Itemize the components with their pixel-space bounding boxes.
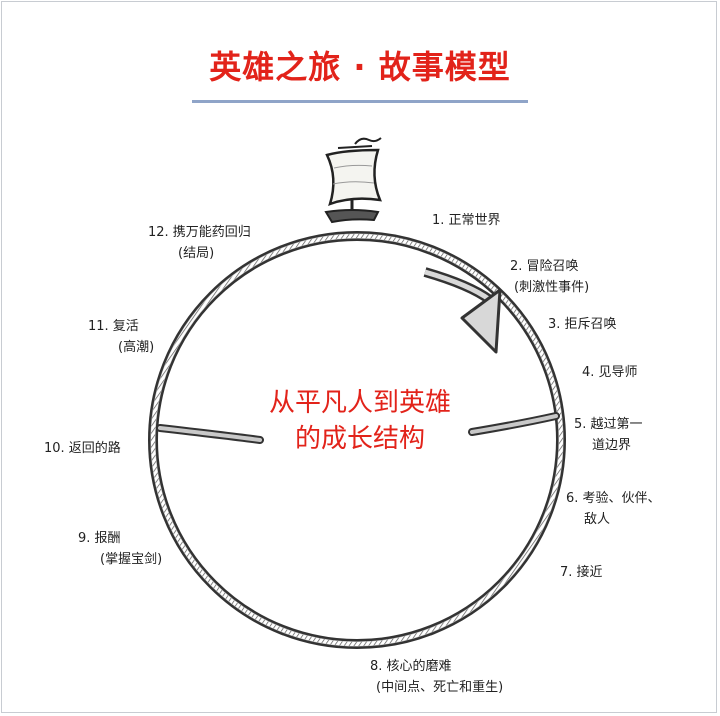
stage-12-subtext: (结局) [178, 246, 215, 261]
stage-9-label: 9. 报酬 (掌握宝剑) [78, 528, 162, 570]
stage-10-label: 10. 返回的路 [44, 438, 121, 459]
stage-1-text: 1. 正常世界 [432, 213, 501, 228]
stage-9-subtext: (掌握宝剑) [100, 552, 163, 567]
direction-arrow-icon [423, 267, 502, 354]
stage-12-label: 12. 携万能药回归 (结局) [148, 222, 251, 264]
stage-4-text: 4. 见导师 [582, 365, 638, 380]
stage-5-text: 5. 越过第一 [574, 417, 643, 432]
stage-8-label: 8. 核心的磨难 (中间点、死亡和重生) [370, 656, 503, 698]
title-underline [192, 100, 528, 103]
threshold-line-left [156, 424, 264, 444]
center-caption: 从平凡人到英雄 的成长结构 [240, 385, 480, 457]
stage-11-subtext: (高潮) [118, 340, 155, 355]
stage-3-label: 3. 拒斥召唤 [548, 314, 617, 335]
stage-10-text: 10. 返回的路 [44, 441, 121, 456]
stage-2-text: 2. 冒险召唤 [510, 259, 579, 274]
page-title: 英雄之旅 · 故事模型 [209, 48, 511, 86]
stage-7-label: 7. 接近 [560, 562, 603, 583]
ship-icon [324, 137, 382, 224]
stage-1-label: 1. 正常世界 [432, 210, 501, 231]
stage-2-subtext: (刺激性事件) [514, 280, 590, 295]
stage-9-text: 9. 报酬 [78, 531, 121, 546]
stage-2-label: 2. 冒险召唤 (刺激性事件) [510, 256, 589, 298]
stage-6-label: 6. 考验、伙伴、 敌人 [566, 488, 661, 530]
stage-8-subtext: (中间点、死亡和重生) [376, 680, 504, 695]
stage-11-label: 11. 复活 (高潮) [88, 316, 154, 358]
journey-circle [148, 231, 566, 649]
center-caption-line2: 的成长结构 [294, 424, 425, 454]
stage-7-text: 7. 接近 [560, 565, 603, 580]
stage-6-text: 6. 考验、伙伴、 [566, 491, 661, 506]
stage-12-text: 12. 携万能药回归 [148, 225, 251, 240]
threshold-line-right [468, 412, 560, 436]
stage-5-label: 5. 越过第一 道边界 [574, 414, 643, 456]
stage-8-text: 8. 核心的磨难 [370, 659, 452, 674]
stage-11-text: 11. 复活 [88, 319, 139, 334]
stage-6-subtext: 敌人 [584, 512, 611, 527]
stage-3-text: 3. 拒斥召唤 [548, 317, 617, 332]
stage-5-subtext: 道边界 [592, 438, 632, 453]
stage-4-label: 4. 见导师 [582, 362, 638, 383]
center-caption-line1: 从平凡人到英雄 [268, 388, 451, 418]
